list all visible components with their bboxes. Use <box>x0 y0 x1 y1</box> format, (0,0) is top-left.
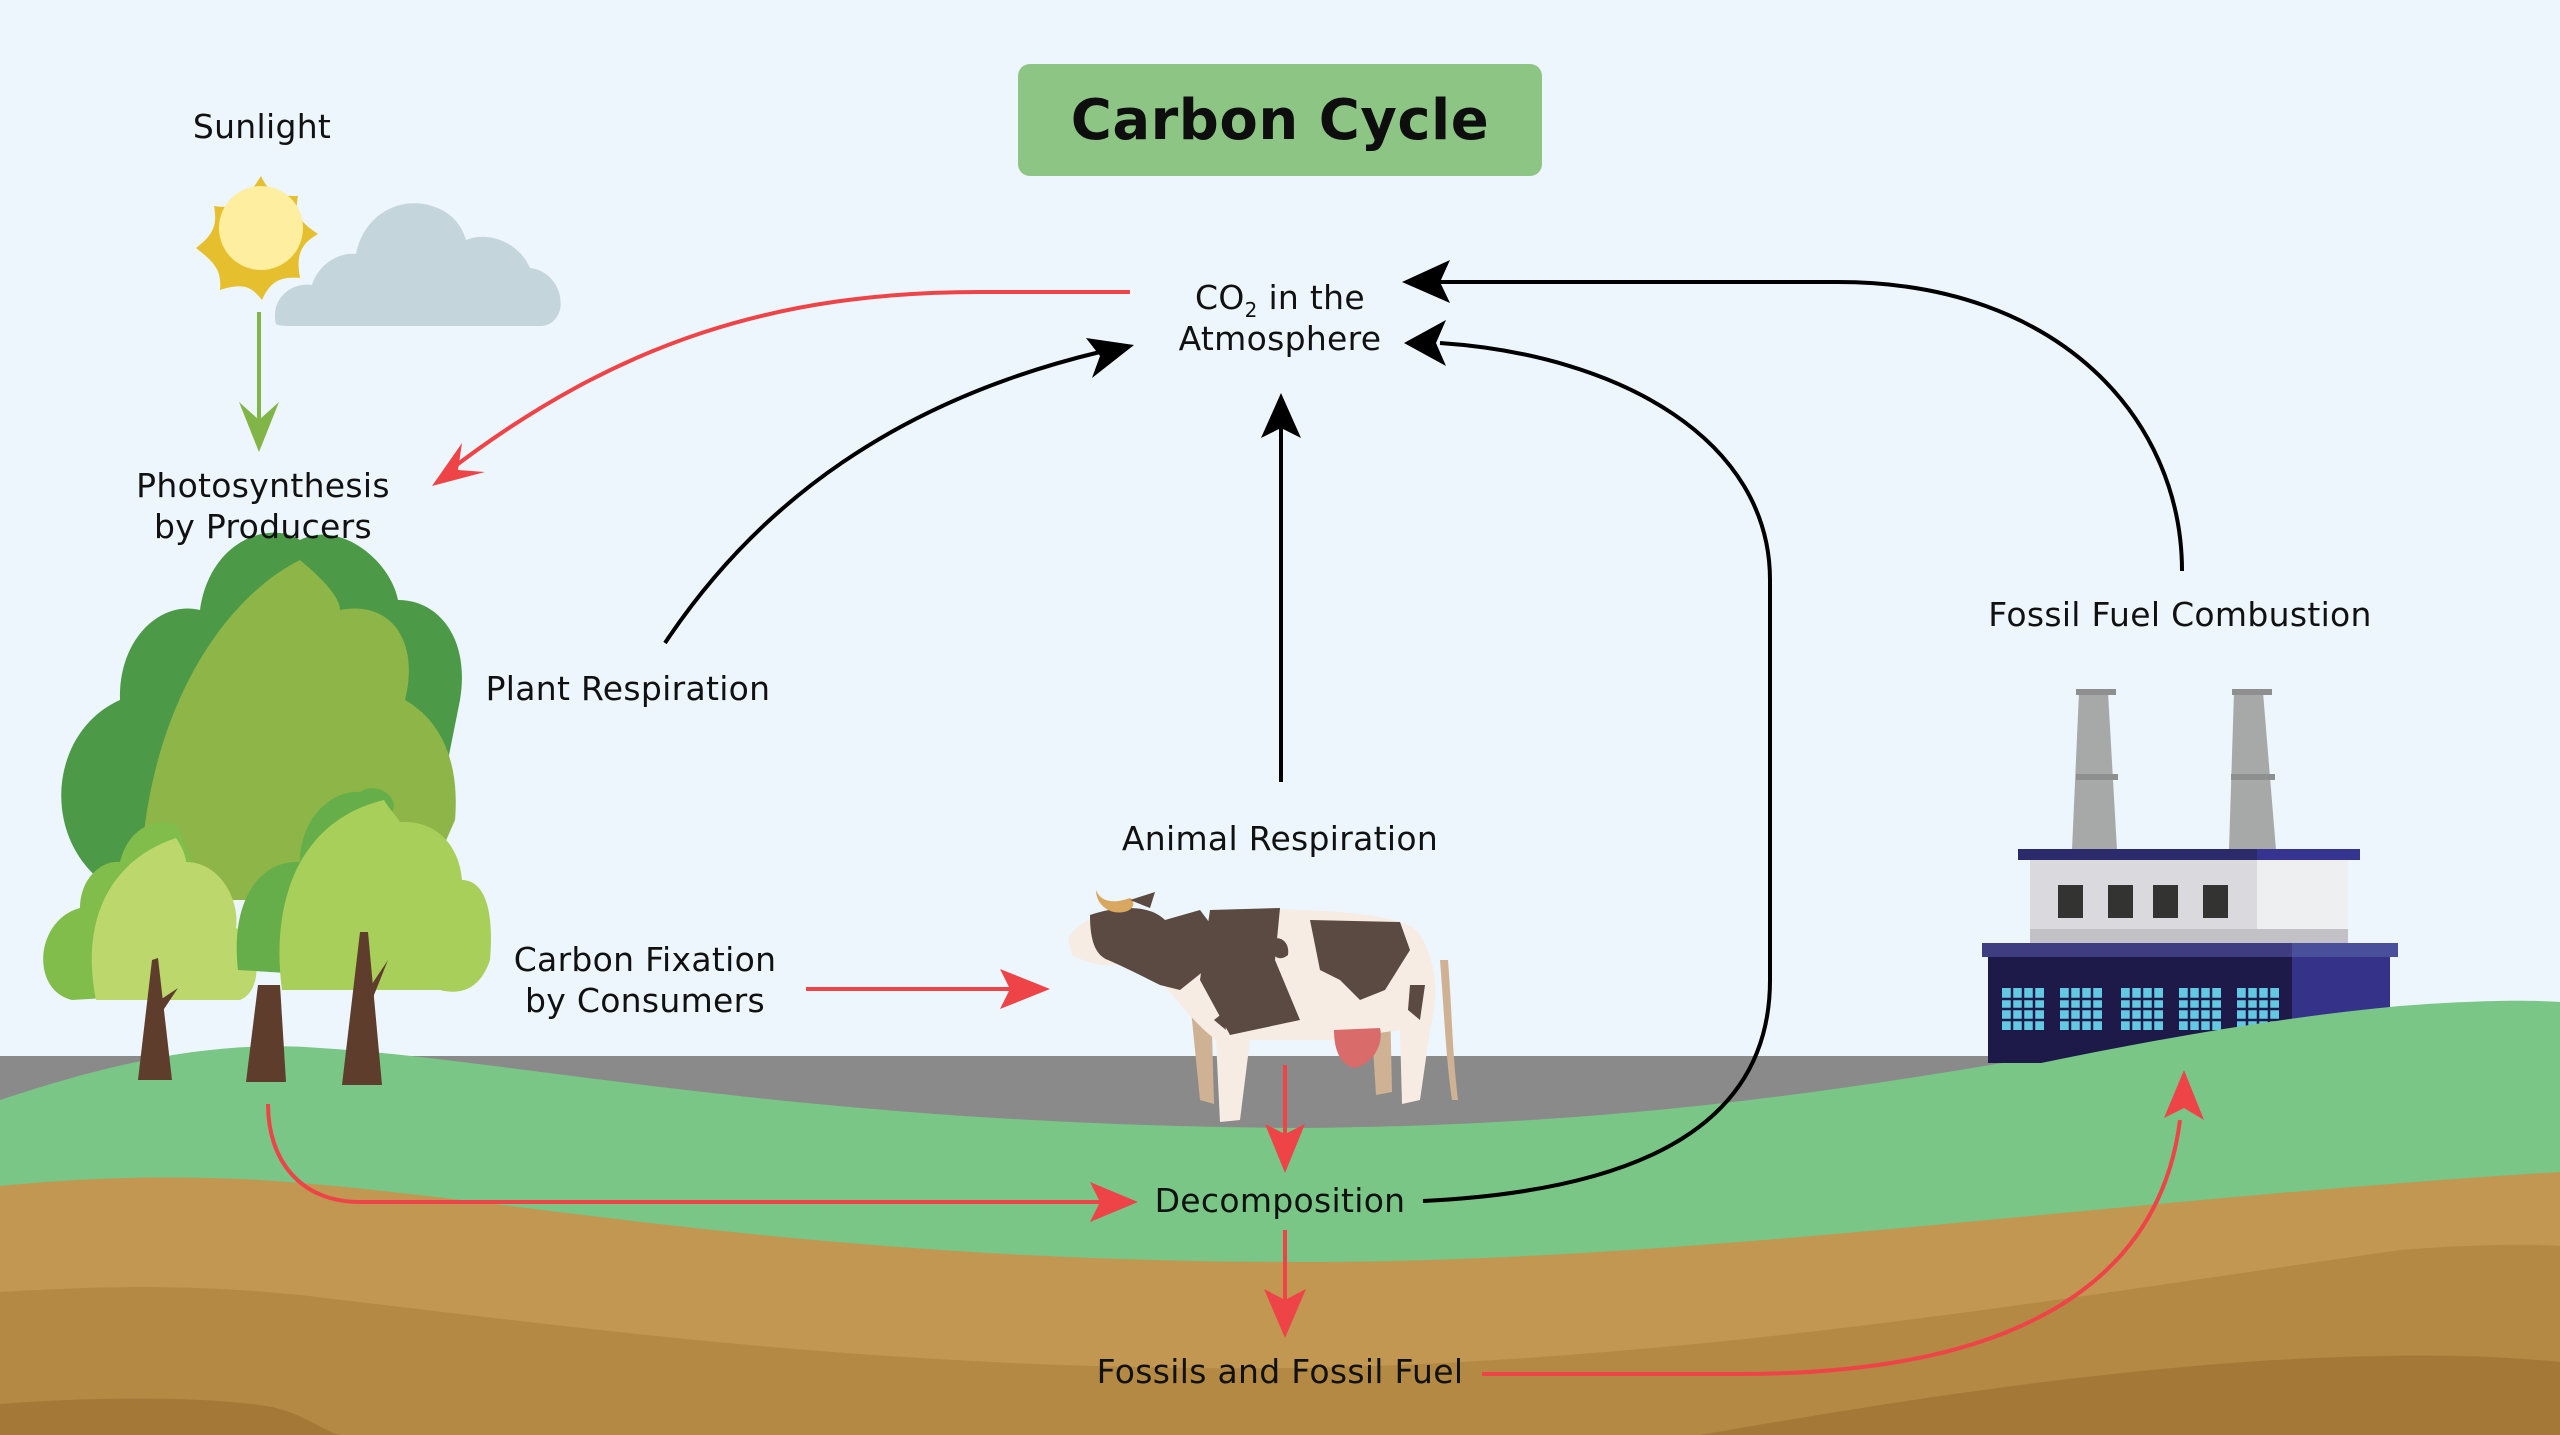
arrow-sunlight-to-photosynthesis <box>239 312 279 452</box>
page-title: Carbon Cycle <box>1070 87 1490 153</box>
label-plant-respiration-text: Plant Respiration <box>485 669 771 708</box>
arrow-fixation-to-animal <box>806 969 1050 1009</box>
co2-subscript: 2 <box>1244 298 1258 322</box>
label-co2-line1: CO2 in the <box>1130 277 1430 320</box>
title-banner: Carbon Cycle <box>1018 64 1542 176</box>
arrow-decomposition-to-co2 <box>1404 320 1772 1203</box>
label-plant-respiration: Plant Respiration <box>478 668 778 709</box>
label-photosynthesis-line2: by Producers <box>154 507 372 546</box>
co2-prefix: CO <box>1195 278 1245 317</box>
arrow-plants-to-decomposition <box>266 1103 1138 1222</box>
label-co2-atmosphere: CO2 in the Atmosphere <box>1130 277 1430 359</box>
soil-layer-3 <box>0 1398 340 1435</box>
factory-icon <box>1960 689 2560 1090</box>
label-sunlight-text: Sunlight <box>192 107 332 146</box>
label-co2-line2: Atmosphere <box>1178 319 1382 358</box>
label-fossil-fuel-combustion: Fossil Fuel Combustion <box>1980 594 2380 635</box>
sun-icon <box>196 176 318 300</box>
arrow-plant-respiration-to-co2 <box>663 338 1134 645</box>
label-fossils: Fossils and Fossil Fuel <box>1080 1351 1480 1392</box>
label-sunlight: Sunlight <box>162 106 362 147</box>
label-animal-respiration: Animal Respiration <box>1110 818 1450 859</box>
arrow-co2-to-photosynthesis <box>432 290 1130 486</box>
arrow-animal-respiration-to-co2 <box>1261 393 1301 782</box>
label-animal-respiration-text: Animal Respiration <box>1121 819 1439 858</box>
cloud-icon <box>274 203 561 326</box>
label-decomposition-text: Decomposition <box>1154 1181 1406 1220</box>
label-decomposition: Decomposition <box>1130 1180 1430 1221</box>
label-photosynthesis-line1: Photosynthesis <box>136 466 390 505</box>
soil-layer-3-right <box>1700 1355 2560 1435</box>
arrow-decomposition-to-fossils <box>1264 1230 1306 1338</box>
factory-hill <box>1960 1000 2560 1090</box>
co2-suffix: in the <box>1257 278 1365 317</box>
label-carbon-fixation-line1: Carbon Fixation <box>513 940 777 979</box>
soil-layer-2 <box>0 1244 2560 1435</box>
label-fossils-text: Fossils and Fossil Fuel <box>1096 1352 1464 1391</box>
label-photosynthesis: Photosynthesis by Producers <box>113 465 413 547</box>
arrow-fossils-to-combustion <box>1482 1070 2204 1376</box>
arrow-combustion-to-co2 <box>1402 260 2184 572</box>
ground <box>0 1001 2560 1435</box>
arrow-animal-to-decomposition <box>1265 1065 1305 1173</box>
label-carbon-fixation-line2: by Consumers <box>524 981 766 1020</box>
trees-icon <box>43 532 491 1085</box>
cow-icon <box>1068 890 1458 1122</box>
label-carbon-fixation: Carbon Fixation by Consumers <box>495 939 795 1021</box>
label-combustion-text: Fossil Fuel Combustion <box>1988 595 2372 634</box>
